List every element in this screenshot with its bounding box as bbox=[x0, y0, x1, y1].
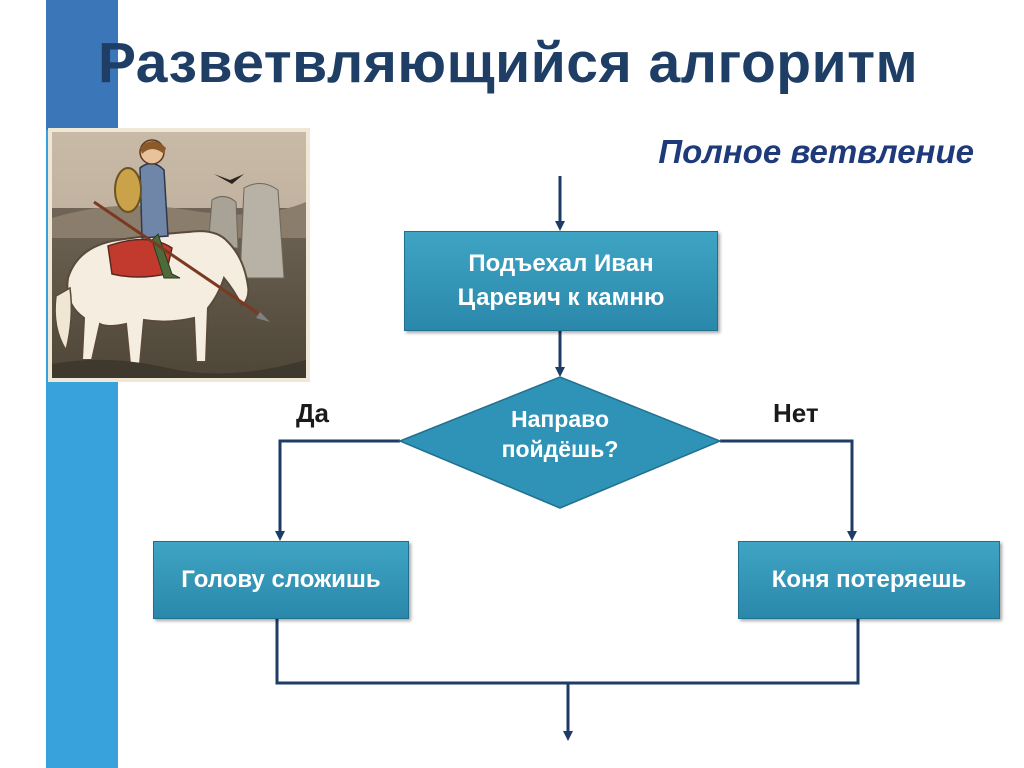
no-label: Нет bbox=[773, 398, 819, 428]
start-box-line2: Царевич к камню bbox=[457, 284, 665, 311]
decision-line1: Направо bbox=[510, 406, 610, 432]
slide-title: Разветвляющийся алгоритм bbox=[98, 31, 919, 95]
decision-diamond bbox=[398, 376, 722, 509]
decision-text: Направо пойдёшь? bbox=[440, 404, 680, 464]
yes-label: Да bbox=[296, 398, 329, 428]
knight-illustration bbox=[48, 128, 310, 382]
slide-subtitle: Полное ветвление bbox=[658, 133, 974, 170]
accent-bar-top bbox=[46, 0, 118, 130]
decision-line2: пойдёшь? bbox=[501, 436, 619, 462]
yes-branch-box: Голову сложишь bbox=[153, 541, 409, 619]
start-box-line1: Подъехал Иван bbox=[468, 250, 654, 277]
start-process-box: Подъехал Иван Царевич к камню bbox=[404, 231, 718, 331]
no-branch-box: Коня потеряешь bbox=[738, 541, 1000, 619]
